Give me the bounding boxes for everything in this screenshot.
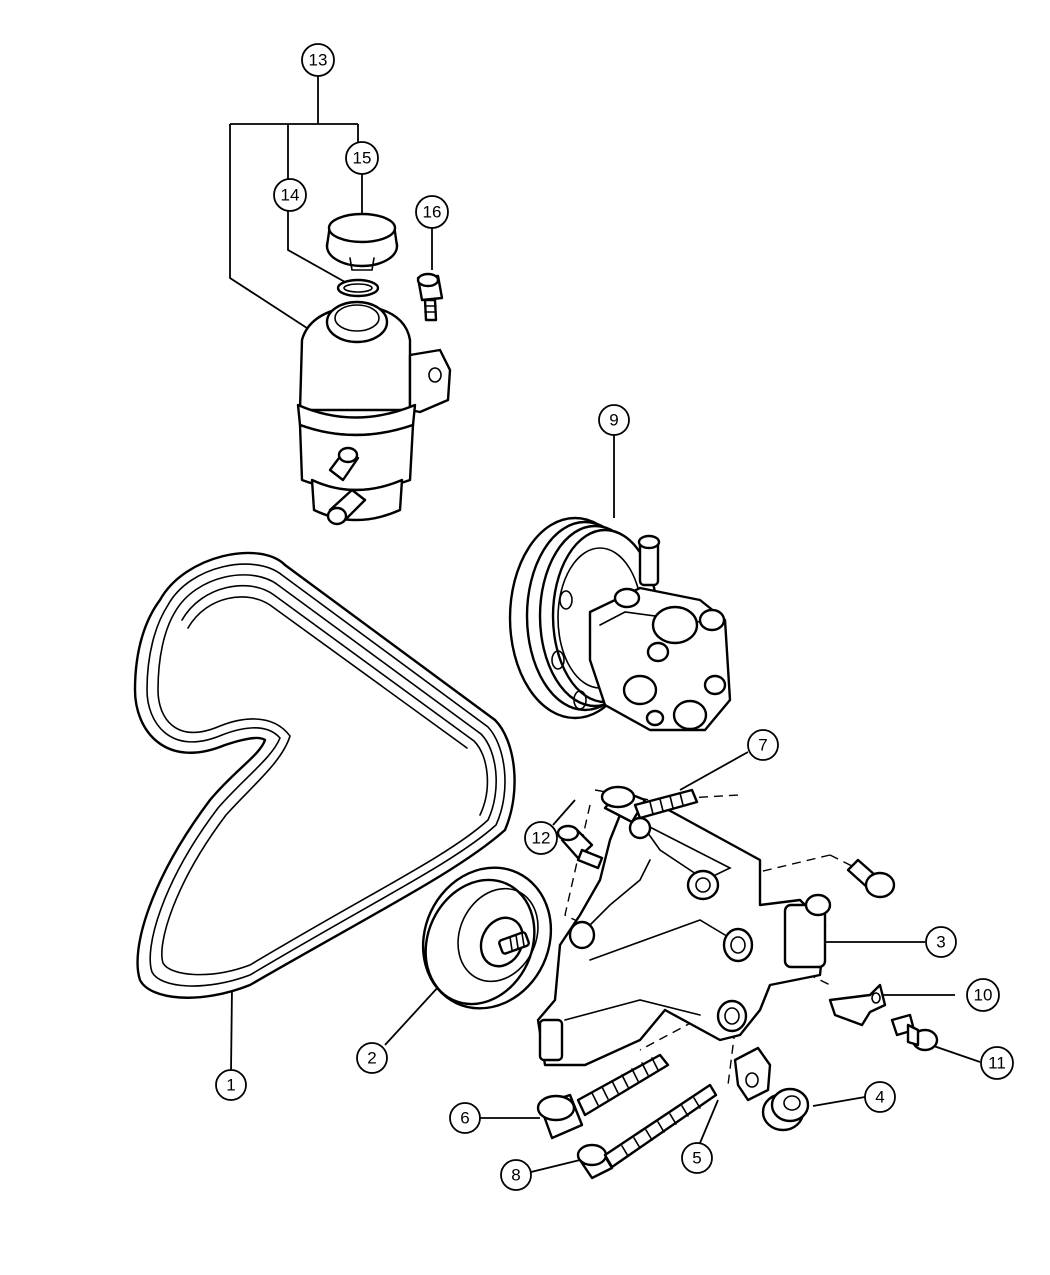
callout-16[interactable]: 16 bbox=[415, 195, 449, 229]
callout-label: 1 bbox=[226, 1076, 235, 1095]
long-bolt-lower bbox=[576, 1083, 718, 1180]
power-steering-pump bbox=[508, 516, 732, 732]
callout-label: 13 bbox=[309, 51, 328, 70]
bracket-mount-bolt bbox=[846, 858, 896, 899]
callout-6[interactable]: 6 bbox=[449, 1102, 481, 1134]
serpentine-belt bbox=[133, 551, 516, 999]
callout-label: 2 bbox=[367, 1049, 376, 1068]
callout-label: 7 bbox=[758, 736, 767, 755]
callout-label: 10 bbox=[974, 986, 993, 1005]
callout-3[interactable]: 3 bbox=[925, 926, 957, 958]
bracket-bolt bbox=[890, 1013, 939, 1052]
callout-label: 11 bbox=[988, 1054, 1006, 1073]
flange-nut bbox=[761, 1087, 810, 1132]
callout-1[interactable]: 1 bbox=[215, 1069, 247, 1101]
reservoir-assembly bbox=[296, 212, 452, 526]
pump-bolt bbox=[600, 785, 699, 824]
pump-mounting-bracket bbox=[536, 806, 832, 1067]
callout-9[interactable]: 9 bbox=[598, 404, 630, 436]
small-bracket bbox=[828, 983, 887, 1027]
long-bolt bbox=[536, 1053, 670, 1140]
callout-label: 16 bbox=[423, 203, 442, 222]
callout-14[interactable]: 14 bbox=[273, 178, 307, 212]
callout-11[interactable]: 11 bbox=[980, 1046, 1014, 1080]
callout-4[interactable]: 4 bbox=[864, 1081, 896, 1113]
callout-label: 3 bbox=[936, 933, 945, 952]
callout-5[interactable]: 5 bbox=[681, 1142, 713, 1174]
callout-label: 4 bbox=[875, 1088, 884, 1107]
callout-10[interactable]: 10 bbox=[966, 978, 1000, 1012]
callout-label: 5 bbox=[692, 1149, 701, 1168]
callout-7[interactable]: 7 bbox=[747, 729, 779, 761]
leader-lines bbox=[229, 75, 981, 1173]
callout-2[interactable]: 2 bbox=[356, 1042, 388, 1074]
callout-13[interactable]: 13 bbox=[301, 43, 335, 77]
callout-label: 9 bbox=[609, 411, 618, 430]
callout-label: 14 bbox=[281, 186, 300, 205]
idler-pulley bbox=[421, 866, 553, 1010]
small-bolt bbox=[556, 824, 604, 870]
callout-8[interactable]: 8 bbox=[500, 1159, 532, 1191]
callout-12[interactable]: 12 bbox=[524, 821, 558, 855]
callout-label: 8 bbox=[511, 1166, 520, 1185]
callout-label: 6 bbox=[460, 1109, 469, 1128]
callout-15[interactable]: 15 bbox=[345, 141, 379, 175]
callout-label: 15 bbox=[353, 149, 372, 168]
spacer-block bbox=[733, 1046, 772, 1102]
callout-label: 12 bbox=[532, 829, 551, 848]
